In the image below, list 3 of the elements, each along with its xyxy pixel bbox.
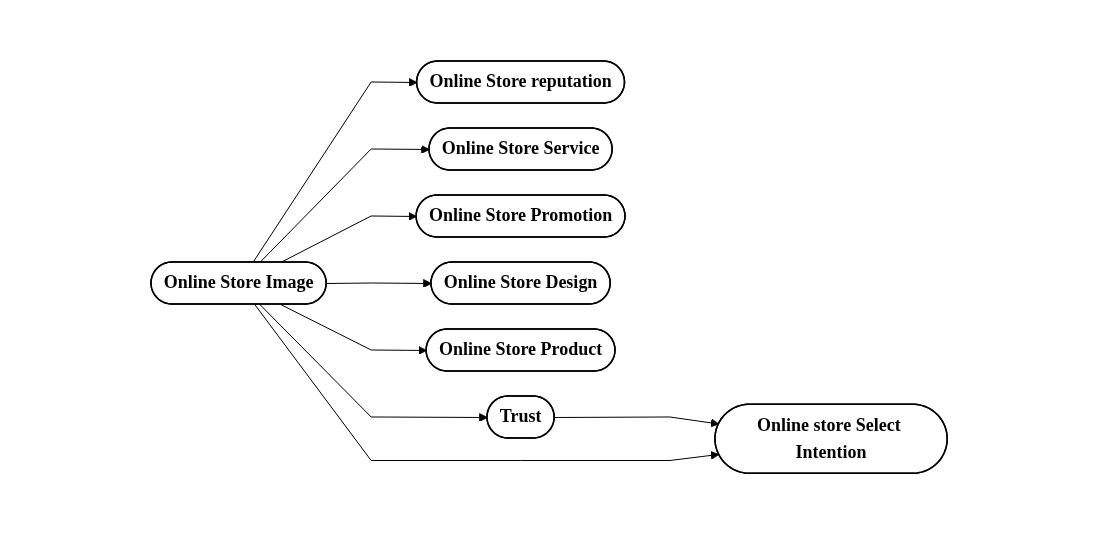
- arrow: [252, 77, 418, 263]
- arrow: [254, 303, 720, 461]
- arrow: [554, 416, 720, 428]
